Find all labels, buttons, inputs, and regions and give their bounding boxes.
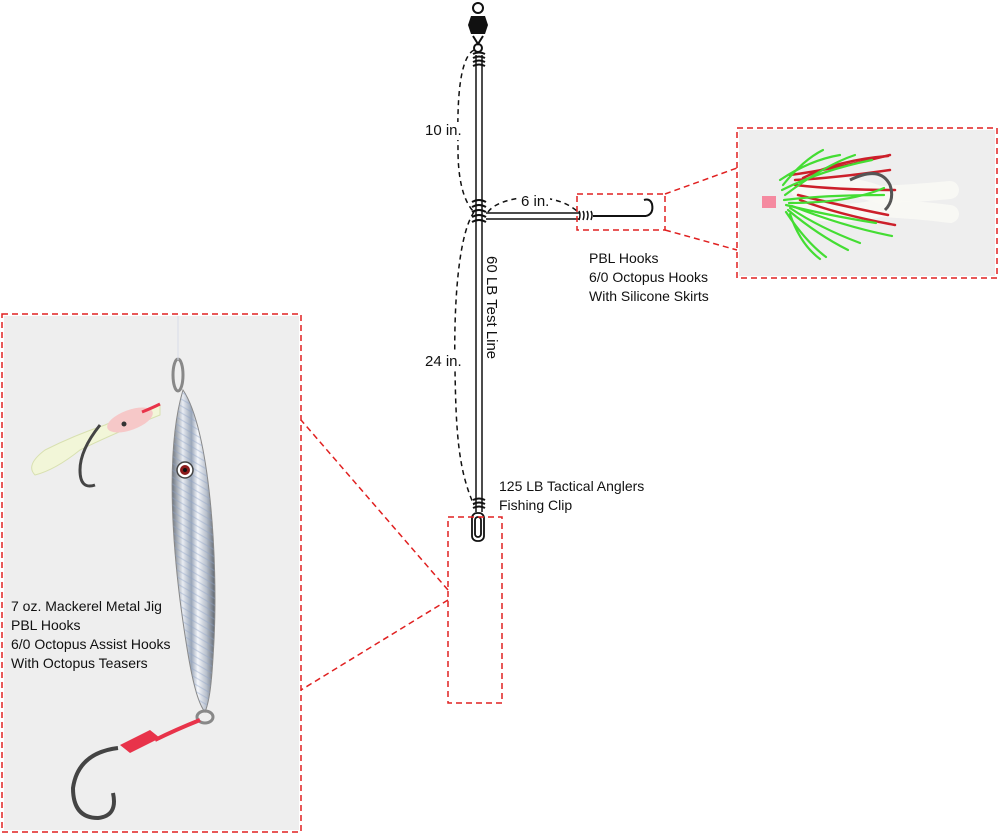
measure-arcs	[453, 49, 579, 506]
main-line	[475, 55, 483, 512]
dropper-callout-line: 6/0 Octopus Hooks	[589, 269, 709, 285]
clip-callout-line: Fishing Clip	[499, 497, 573, 513]
clip-callout: 125 LB Tactical Anglers Fishing Clip	[499, 477, 644, 515]
clip-callout-line: 125 LB Tactical Anglers	[499, 478, 645, 494]
clip-callout-frame	[1, 313, 503, 833]
swivel	[468, 2, 488, 53]
skirt-photo	[739, 130, 995, 276]
dropper-callout-line: PBL Hooks	[589, 250, 659, 266]
knot-bottom	[472, 497, 486, 509]
lower-length-label: 24 in.	[424, 353, 463, 371]
jig-callout: 7 oz. Mackerel Metal Jig PBL Hooks 6/0 O…	[11, 597, 171, 673]
upper-length-label: 10 in.	[424, 122, 463, 140]
knot-top	[472, 51, 486, 67]
jig-callout-line: 7 oz. Mackerel Metal Jig	[11, 598, 162, 614]
jig-callout-line: 6/0 Octopus Assist Hooks	[11, 636, 171, 652]
knot-dropper	[471, 199, 487, 223]
jig-photo	[4, 316, 299, 830]
jig-callout-line: With Octopus Teasers	[11, 655, 148, 671]
dropper-callout-frame	[576, 127, 998, 279]
dropper-line	[486, 198, 654, 221]
line-strength-label: 60 LB Test Line	[483, 256, 500, 360]
dropper-callout-line: With Silicone Skirts	[589, 288, 709, 304]
dropper-callout: PBL Hooks 6/0 Octopus Hooks With Silicon…	[589, 249, 709, 306]
dropper-length-label: 6 in.	[520, 193, 551, 211]
jig-callout-line: PBL Hooks	[11, 617, 81, 633]
